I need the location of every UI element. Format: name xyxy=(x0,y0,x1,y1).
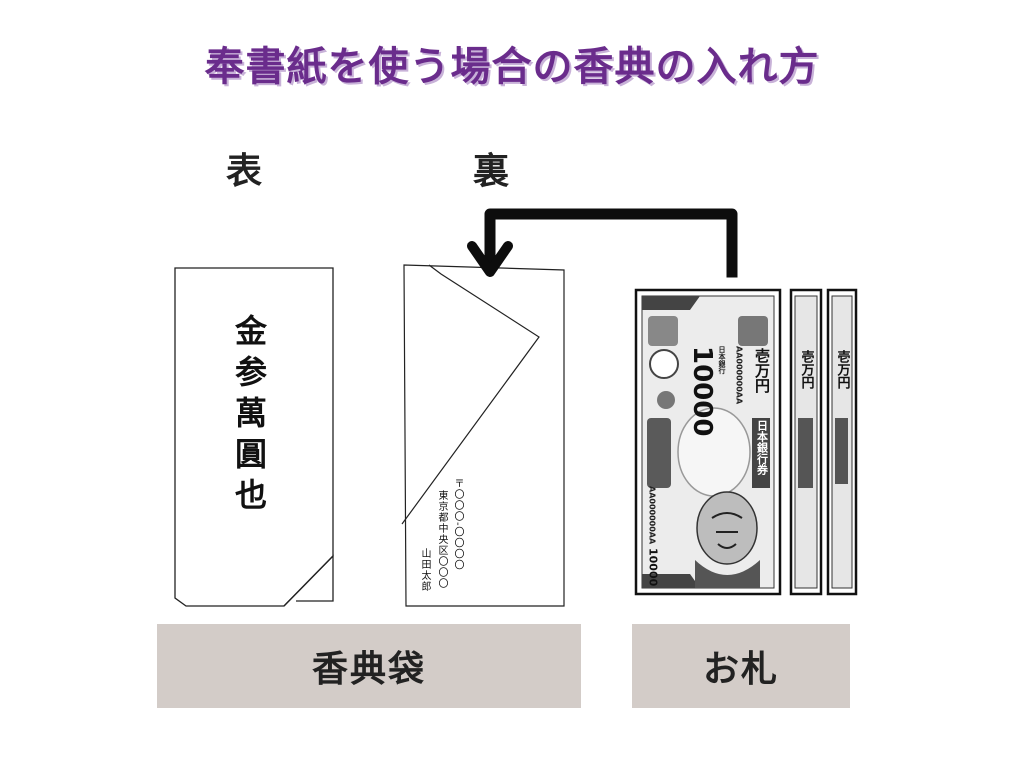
page-title: 奉書紙を使う場合の香典の入れ方 xyxy=(204,44,820,90)
bill-stack-back-2: 壱万円 xyxy=(826,288,858,596)
envelope-back-name: 山田太郎 xyxy=(419,548,430,592)
bill-serial-top: AA000000AA xyxy=(735,346,744,405)
bill-front: 10000 壱万円 日本銀行券 AA000000AA 日本銀行 AA000000… xyxy=(634,288,782,596)
envelope-front xyxy=(174,267,334,607)
bill-kanji: 壱万円 xyxy=(753,347,771,394)
envelope-back-street: 東京都中央区〇〇〇 xyxy=(436,490,447,589)
bill-serial-bottom: AA000000AA xyxy=(648,486,657,545)
back-label: 裏 xyxy=(472,151,509,192)
arrow-head xyxy=(467,241,513,277)
bill-bank-small: 日本銀行 xyxy=(718,346,727,375)
envelope-back xyxy=(401,264,565,607)
bill-denomination: 10000 xyxy=(687,346,717,436)
envelope-back-postal: 〒〇〇〇-〇〇〇〇 xyxy=(452,478,463,571)
bill-denomination-small: 10000 xyxy=(647,548,660,587)
arrow xyxy=(484,208,738,278)
bill-stack-back-1: 壱万円 xyxy=(789,288,823,596)
caption-envelope: 香典袋 xyxy=(157,624,581,708)
bill-kanji-1: 壱万円 xyxy=(799,349,816,390)
envelope-front-amount: 金参萬圓也 xyxy=(230,314,268,519)
bill-kanji-2: 壱万円 xyxy=(835,349,852,390)
caption-bill: お札 xyxy=(632,624,850,708)
bill-bank: 日本銀行券 xyxy=(756,420,770,476)
front-label: 表 xyxy=(225,151,262,192)
